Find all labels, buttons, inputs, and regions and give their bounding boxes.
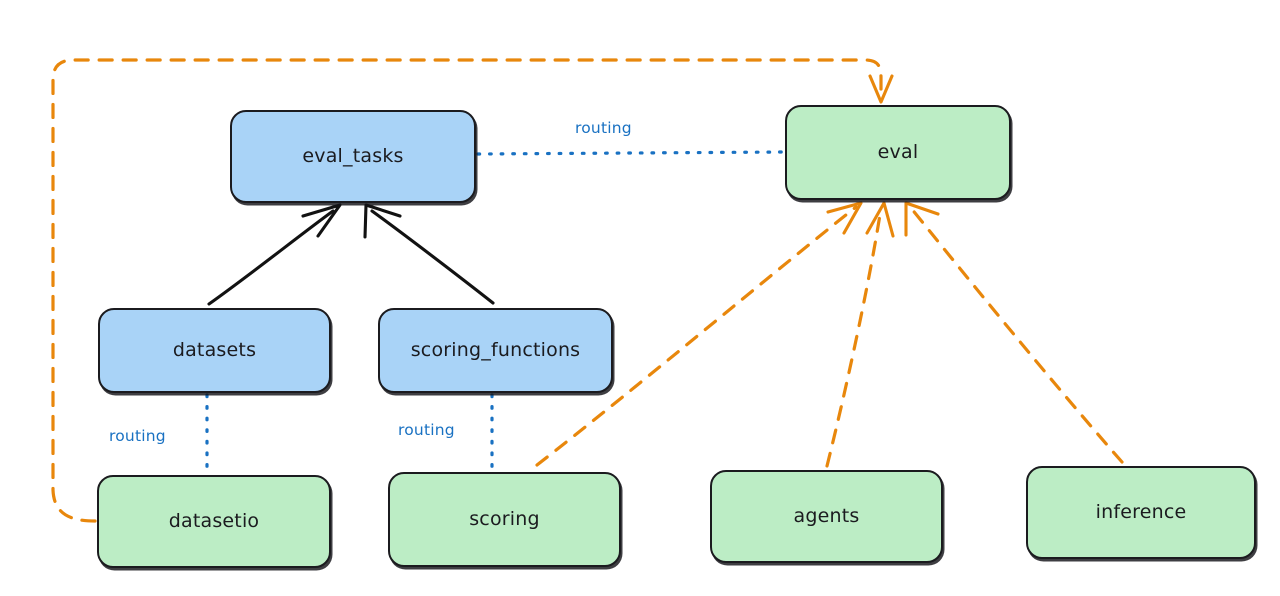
node-inference-label: inference xyxy=(1095,501,1187,524)
node-datasetio[interactable]: datasetio xyxy=(97,475,331,568)
node-inference[interactable]: inference xyxy=(1026,466,1256,559)
node-eval-tasks-label: eval_tasks xyxy=(302,145,404,168)
node-eval-label: eval xyxy=(877,141,919,164)
edge-scoring-functions-to-eval-tasks xyxy=(363,203,495,305)
node-scoring-functions-label: scoring_functions xyxy=(410,339,581,362)
edge-inference-to-eval xyxy=(904,201,1124,464)
edge-label-routing-eval: routing xyxy=(575,119,632,137)
edge-agents-to-eval xyxy=(825,201,895,468)
edge-label-routing-scoring: routing xyxy=(398,421,455,439)
node-datasetio-label: datasetio xyxy=(168,510,260,533)
edge-label-routing-datasets: routing xyxy=(109,427,166,445)
node-datasets-label: datasets xyxy=(172,339,257,362)
node-eval-tasks[interactable]: eval_tasks xyxy=(230,110,476,203)
edge-datasets-to-eval-tasks xyxy=(207,203,342,306)
node-agents[interactable]: agents xyxy=(710,470,943,563)
node-scoring-label: scoring xyxy=(469,508,540,531)
node-scoring-functions[interactable]: scoring_functions xyxy=(378,308,613,393)
node-scoring[interactable]: scoring xyxy=(388,472,621,567)
node-eval[interactable]: eval xyxy=(785,105,1011,200)
node-agents-label: agents xyxy=(793,505,860,528)
edge-eval-tasks-to-eval xyxy=(476,150,786,156)
node-datasets[interactable]: datasets xyxy=(98,308,331,393)
